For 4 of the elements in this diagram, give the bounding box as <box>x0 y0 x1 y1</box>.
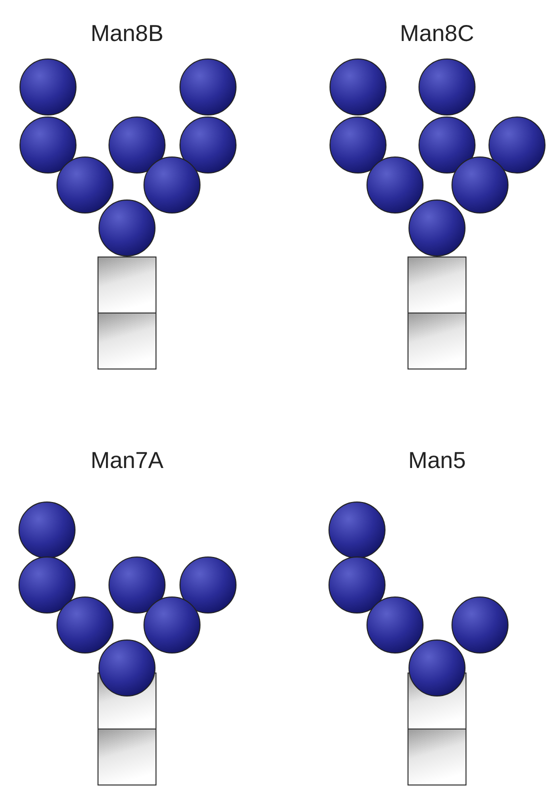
structure-title: Man7A <box>90 447 164 474</box>
structure-title: Man5 <box>408 447 466 474</box>
structure-title: Man8C <box>400 20 474 47</box>
structure-title: Man8B <box>90 20 164 47</box>
